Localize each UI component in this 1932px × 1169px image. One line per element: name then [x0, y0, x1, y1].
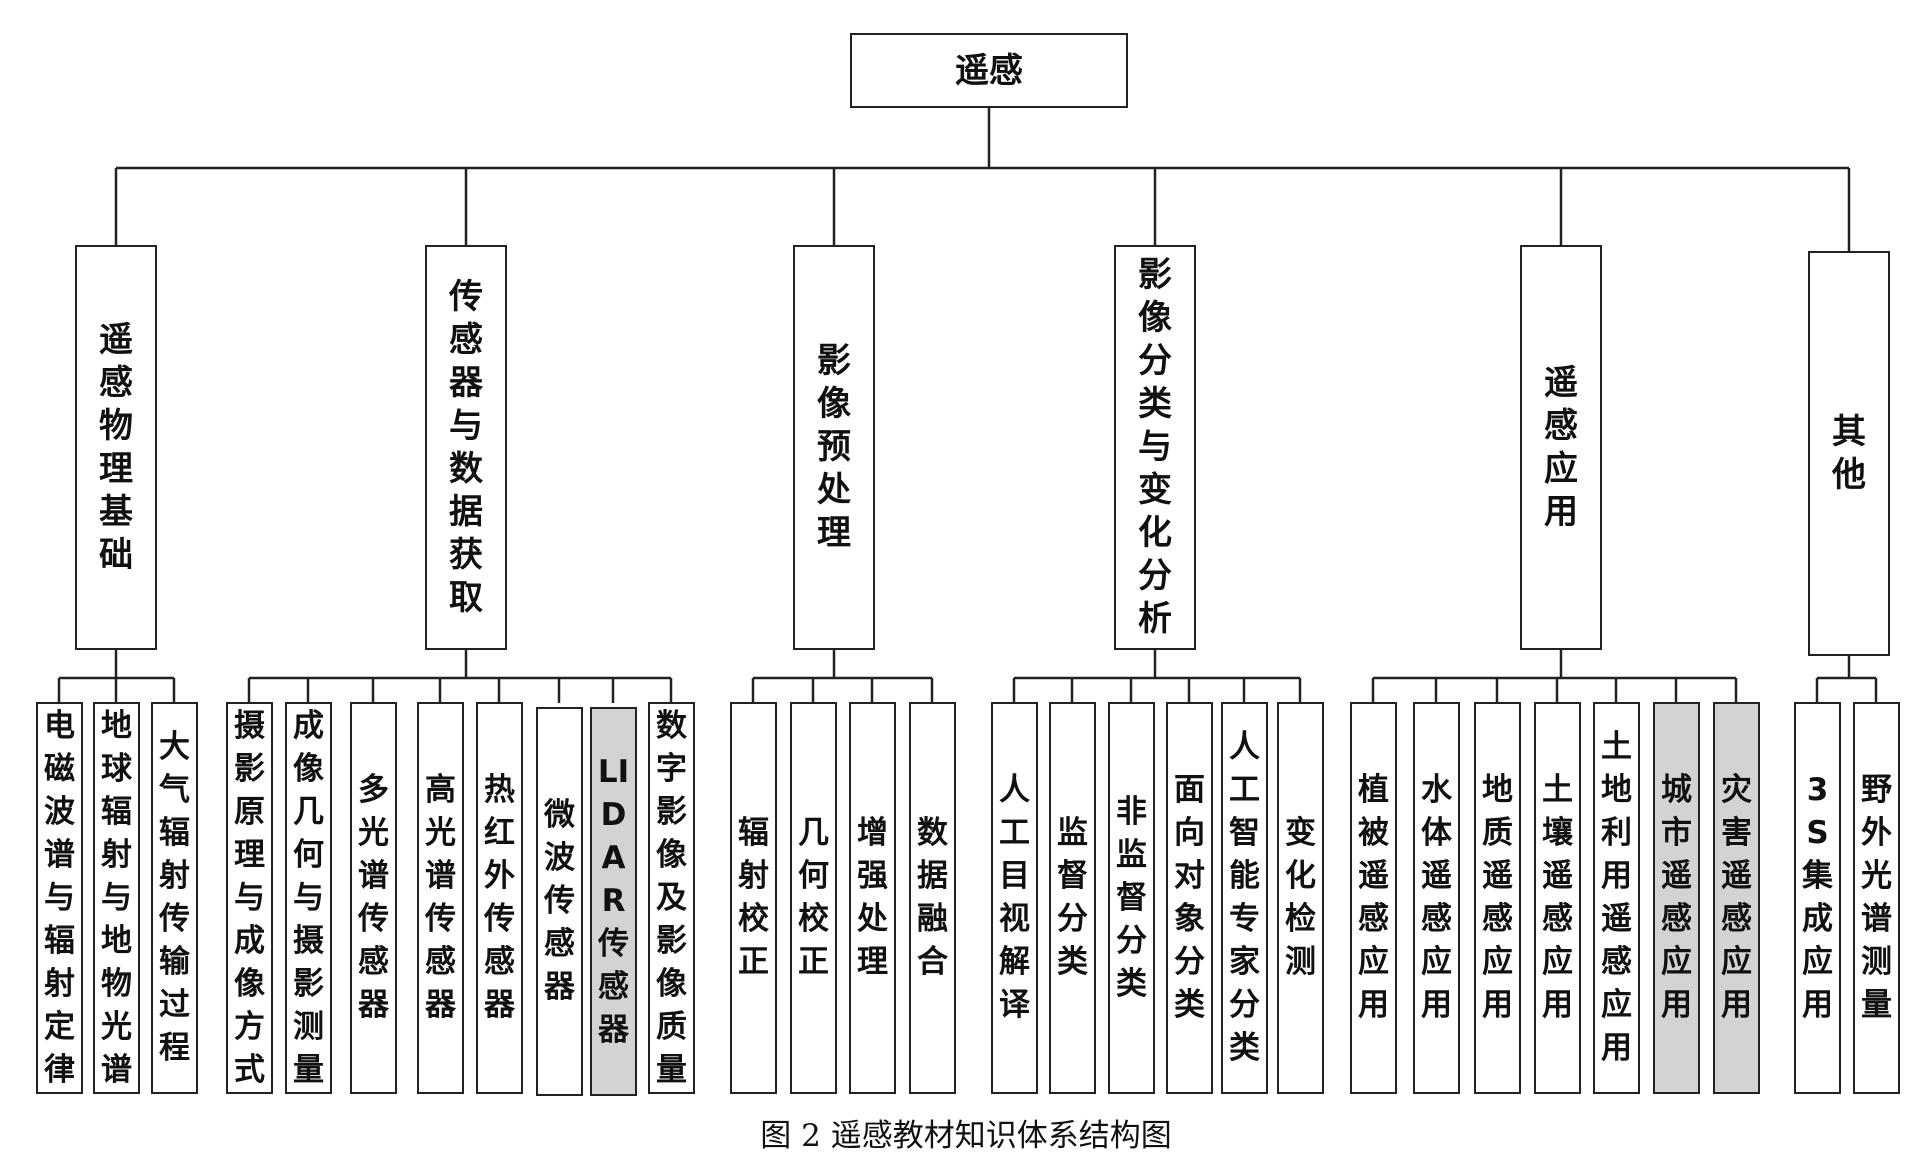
leaf-node: 成像几何与摄影测量 [285, 702, 332, 1094]
leaf-node: 地质遥感应用 [1474, 702, 1521, 1094]
leaf-label: 监督分类 [1057, 815, 1088, 980]
leaf-node: 人工智能专家分类 [1221, 702, 1268, 1094]
leaf-node: 数字影像及影像质量 [648, 702, 695, 1094]
leaf-label: 地球辐射与地物光谱 [101, 707, 132, 1088]
leaf-label: 人工目视解译 [999, 772, 1030, 1023]
category-label: 影像分类与变化分析 [1138, 255, 1172, 639]
leaf-label: 热红外传感器 [484, 772, 515, 1023]
leaf-label: 辐射校正 [738, 815, 769, 980]
leaf-label: 土地利用遥感应用 [1601, 729, 1632, 1066]
category-node: 遥感物理基础 [75, 245, 157, 650]
leaf-label: 几何校正 [798, 815, 829, 980]
leaf-label: 微波传感器 [544, 797, 575, 1005]
leaf-label: 植被遥感应用 [1358, 772, 1389, 1023]
category-label: 遥感物理基础 [99, 319, 133, 575]
leaf-label: 面向对象分类 [1174, 772, 1205, 1023]
root-node: 遥感 [850, 33, 1128, 108]
leaf-node: 高光谱传感器 [417, 702, 464, 1094]
leaf-node: 非监督分类 [1108, 702, 1155, 1094]
leaf-node: 几何校正 [790, 702, 837, 1094]
leaf-node: 地球辐射与地物光谱 [93, 702, 140, 1094]
leaf-node: 辐射校正 [730, 702, 777, 1094]
leaf-label: 地质遥感应用 [1482, 772, 1513, 1023]
leaf-node: 微波传感器 [536, 707, 583, 1096]
leaf-label: 摄影原理与成像方式 [234, 707, 265, 1088]
leaf-node: 电磁波谱与辐射定律 [36, 702, 83, 1094]
leaf-node: 3S集成应用 [1794, 702, 1841, 1094]
category-node: 遥感应用 [1520, 245, 1602, 650]
category-label: 遥感应用 [1544, 362, 1578, 532]
leaf-node: 土地利用遥感应用 [1593, 702, 1640, 1094]
leaf-label: 水体遥感应用 [1421, 772, 1452, 1023]
leaf-label: 土壤遥感应用 [1542, 772, 1573, 1023]
leaf-label: 增强处理 [857, 815, 888, 980]
category-label: 传感器与数据获取 [449, 276, 483, 618]
category-label: 其他 [1832, 411, 1866, 495]
leaf-label: 成像几何与摄影测量 [293, 707, 324, 1088]
leaf-label: 野外光谱测量 [1861, 772, 1892, 1023]
category-node: 其他 [1808, 251, 1890, 656]
leaf-node: 变化检测 [1277, 702, 1324, 1094]
leaf-node: 土壤遥感应用 [1534, 702, 1581, 1094]
category-node: 影像预处理 [793, 245, 875, 650]
leaf-label: 多光谱传感器 [358, 772, 389, 1023]
leaf-node: 摄影原理与成像方式 [226, 702, 273, 1094]
leaf-node: 数据融合 [909, 702, 956, 1094]
leaf-node: 监督分类 [1049, 702, 1096, 1094]
leaf-node: 野外光谱测量 [1853, 702, 1900, 1094]
leaf-label: 变化检测 [1285, 815, 1316, 980]
leaf-label: 数字影像及影像质量 [656, 707, 687, 1088]
leaf-label: 城市遥感应用 [1661, 772, 1692, 1023]
leaf-label: 数据融合 [917, 815, 948, 980]
figure-caption: 图 2 遥感教材知识体系结构图 [760, 1118, 1172, 1154]
leaf-node: 热红外传感器 [476, 702, 523, 1094]
category-node: 影像分类与变化分析 [1114, 245, 1196, 650]
leaf-label: 3S集成应用 [1802, 772, 1833, 1023]
leaf-label: 非监督分类 [1116, 793, 1147, 1002]
leaf-node-highlighted: 城市遥感应用 [1653, 702, 1700, 1094]
leaf-node: 增强处理 [849, 702, 896, 1094]
root-label: 遥感 [955, 50, 1023, 91]
leaf-label: 灾害遥感应用 [1721, 772, 1752, 1023]
leaf-node: 面向对象分类 [1166, 702, 1213, 1094]
leaf-label: LIDAR传感器 [597, 754, 630, 1048]
leaf-node: 水体遥感应用 [1413, 702, 1460, 1094]
category-label: 影像预处理 [817, 341, 851, 553]
leaf-label: 电磁波谱与辐射定律 [44, 707, 75, 1088]
leaf-label: 高光谱传感器 [425, 772, 456, 1023]
leaf-node: 多光谱传感器 [350, 702, 397, 1094]
leaf-node-highlighted: LIDAR传感器 [590, 707, 637, 1096]
leaf-label: 大气辐射传输过程 [159, 729, 190, 1066]
category-node: 传感器与数据获取 [425, 245, 507, 650]
leaf-node: 人工目视解译 [991, 702, 1038, 1094]
leaf-label: 人工智能专家分类 [1229, 729, 1260, 1066]
leaf-node-highlighted: 灾害遥感应用 [1713, 702, 1760, 1094]
leaf-node: 大气辐射传输过程 [151, 702, 198, 1094]
leaf-node: 植被遥感应用 [1350, 702, 1397, 1094]
